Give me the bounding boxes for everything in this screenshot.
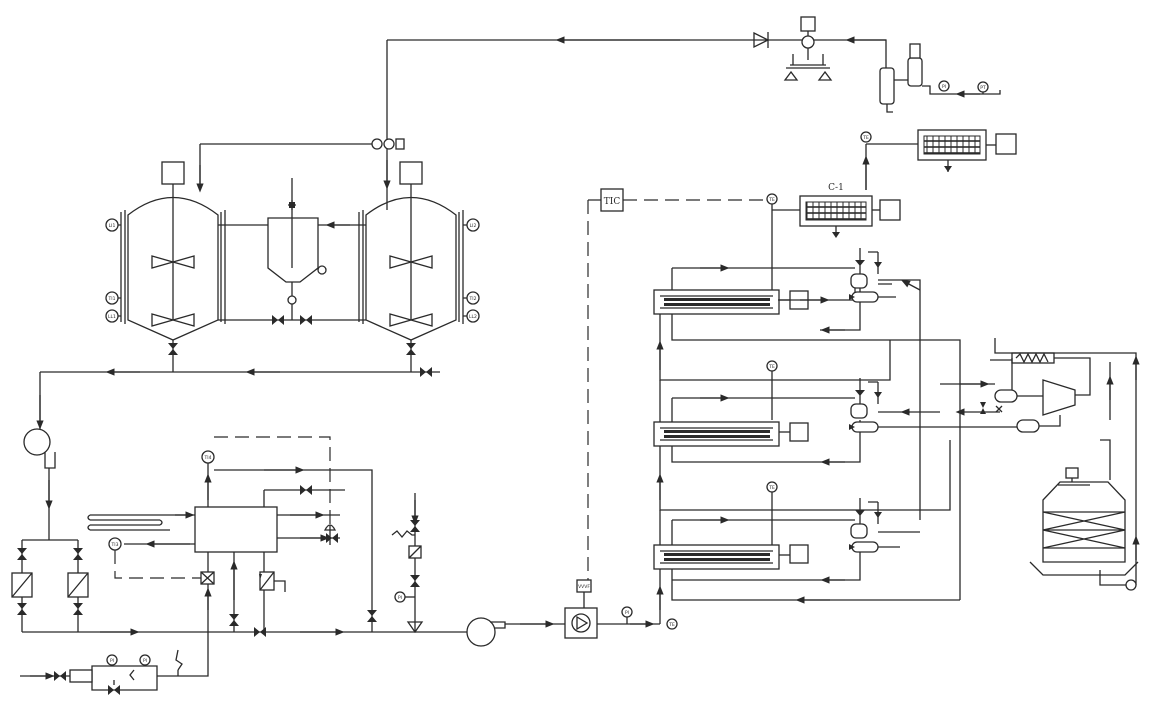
vvvf-pump: VVVF PI TE bbox=[564, 579, 678, 639]
svg-text:TI2: TI2 bbox=[469, 296, 477, 302]
svg-text:VVVF: VVVF bbox=[578, 584, 590, 590]
svg-text:TE: TE bbox=[768, 364, 775, 370]
svg-text:TE: TE bbox=[768, 197, 775, 203]
svg-text:LI1: LI1 bbox=[109, 223, 116, 229]
dosing-tank bbox=[218, 178, 366, 325]
compressor-package bbox=[940, 338, 1140, 585]
press-unit-1-fittings bbox=[849, 248, 921, 520]
feed-line-instruments: PI PI bbox=[106, 654, 151, 666]
pressure-indicator-top: PI bbox=[938, 80, 950, 92]
svg-text:TIC: TIC bbox=[604, 197, 621, 207]
steam-trap bbox=[259, 571, 286, 592]
main-pump bbox=[466, 617, 565, 647]
dosing-column: PI bbox=[391, 493, 424, 634]
reactor-right bbox=[358, 161, 464, 372]
temperature-controller: TIC bbox=[587, 188, 766, 585]
temperature-element-upper: TE bbox=[860, 131, 872, 143]
svg-text:PI: PI bbox=[143, 658, 147, 664]
svg-text:TI1: TI1 bbox=[108, 296, 116, 302]
weigh-scale-with-motor bbox=[783, 16, 833, 81]
press-unit-3: TE bbox=[653, 481, 960, 624]
svg-text:LL1: LL1 bbox=[108, 314, 116, 320]
cooling-tower bbox=[1029, 362, 1140, 591]
svg-text:TE: TE bbox=[862, 135, 869, 141]
top-return-line bbox=[383, 36, 887, 210]
press-unit-2-fittings bbox=[849, 378, 940, 433]
svg-text:PT: PT bbox=[980, 85, 986, 91]
valve-cluster-top bbox=[196, 138, 405, 193]
press-unit-1 bbox=[653, 264, 961, 600]
press-unit-3-fittings bbox=[849, 498, 920, 553]
svg-text:TE: TE bbox=[668, 622, 675, 628]
reactor-outlet-header bbox=[36, 367, 440, 430]
svg-text:TE: TE bbox=[768, 485, 775, 491]
svg-text:LL2: LL2 bbox=[469, 314, 477, 320]
svg-text:PI: PI bbox=[110, 658, 114, 664]
svg-text:TI3: TI3 bbox=[111, 542, 119, 548]
svg-text:TI4: TI4 bbox=[204, 455, 212, 461]
cooler-c1: C-1 bbox=[772, 183, 901, 238]
top-filter-unit bbox=[879, 43, 1001, 113]
svg-text:PI: PI bbox=[398, 595, 402, 601]
reactor-instruments: LI1 TI1 LL1 LI2 TI2 LL2 bbox=[105, 218, 480, 323]
feed-dosing-line bbox=[20, 632, 209, 695]
temperature-element-c1: TE bbox=[766, 193, 778, 290]
svg-text:PI: PI bbox=[625, 610, 629, 616]
bottom-main-line bbox=[22, 627, 470, 637]
check-valve-top bbox=[753, 31, 770, 49]
pressure-transmitter-top: PT bbox=[977, 81, 989, 93]
svg-text:LI2: LI2 bbox=[470, 223, 477, 229]
upper-dryer bbox=[862, 129, 1017, 190]
svg-text:PI: PI bbox=[942, 84, 946, 90]
press-unit-2: TE bbox=[653, 360, 951, 511]
feed-pump-left bbox=[22, 428, 78, 541]
reactor-left bbox=[120, 161, 226, 372]
heat-exchanger bbox=[87, 462, 377, 632]
twin-filters bbox=[11, 540, 89, 632]
svg-text:C-1: C-1 bbox=[828, 183, 844, 193]
hx-temperature-indicator: TI4 TI3 bbox=[108, 436, 337, 585]
